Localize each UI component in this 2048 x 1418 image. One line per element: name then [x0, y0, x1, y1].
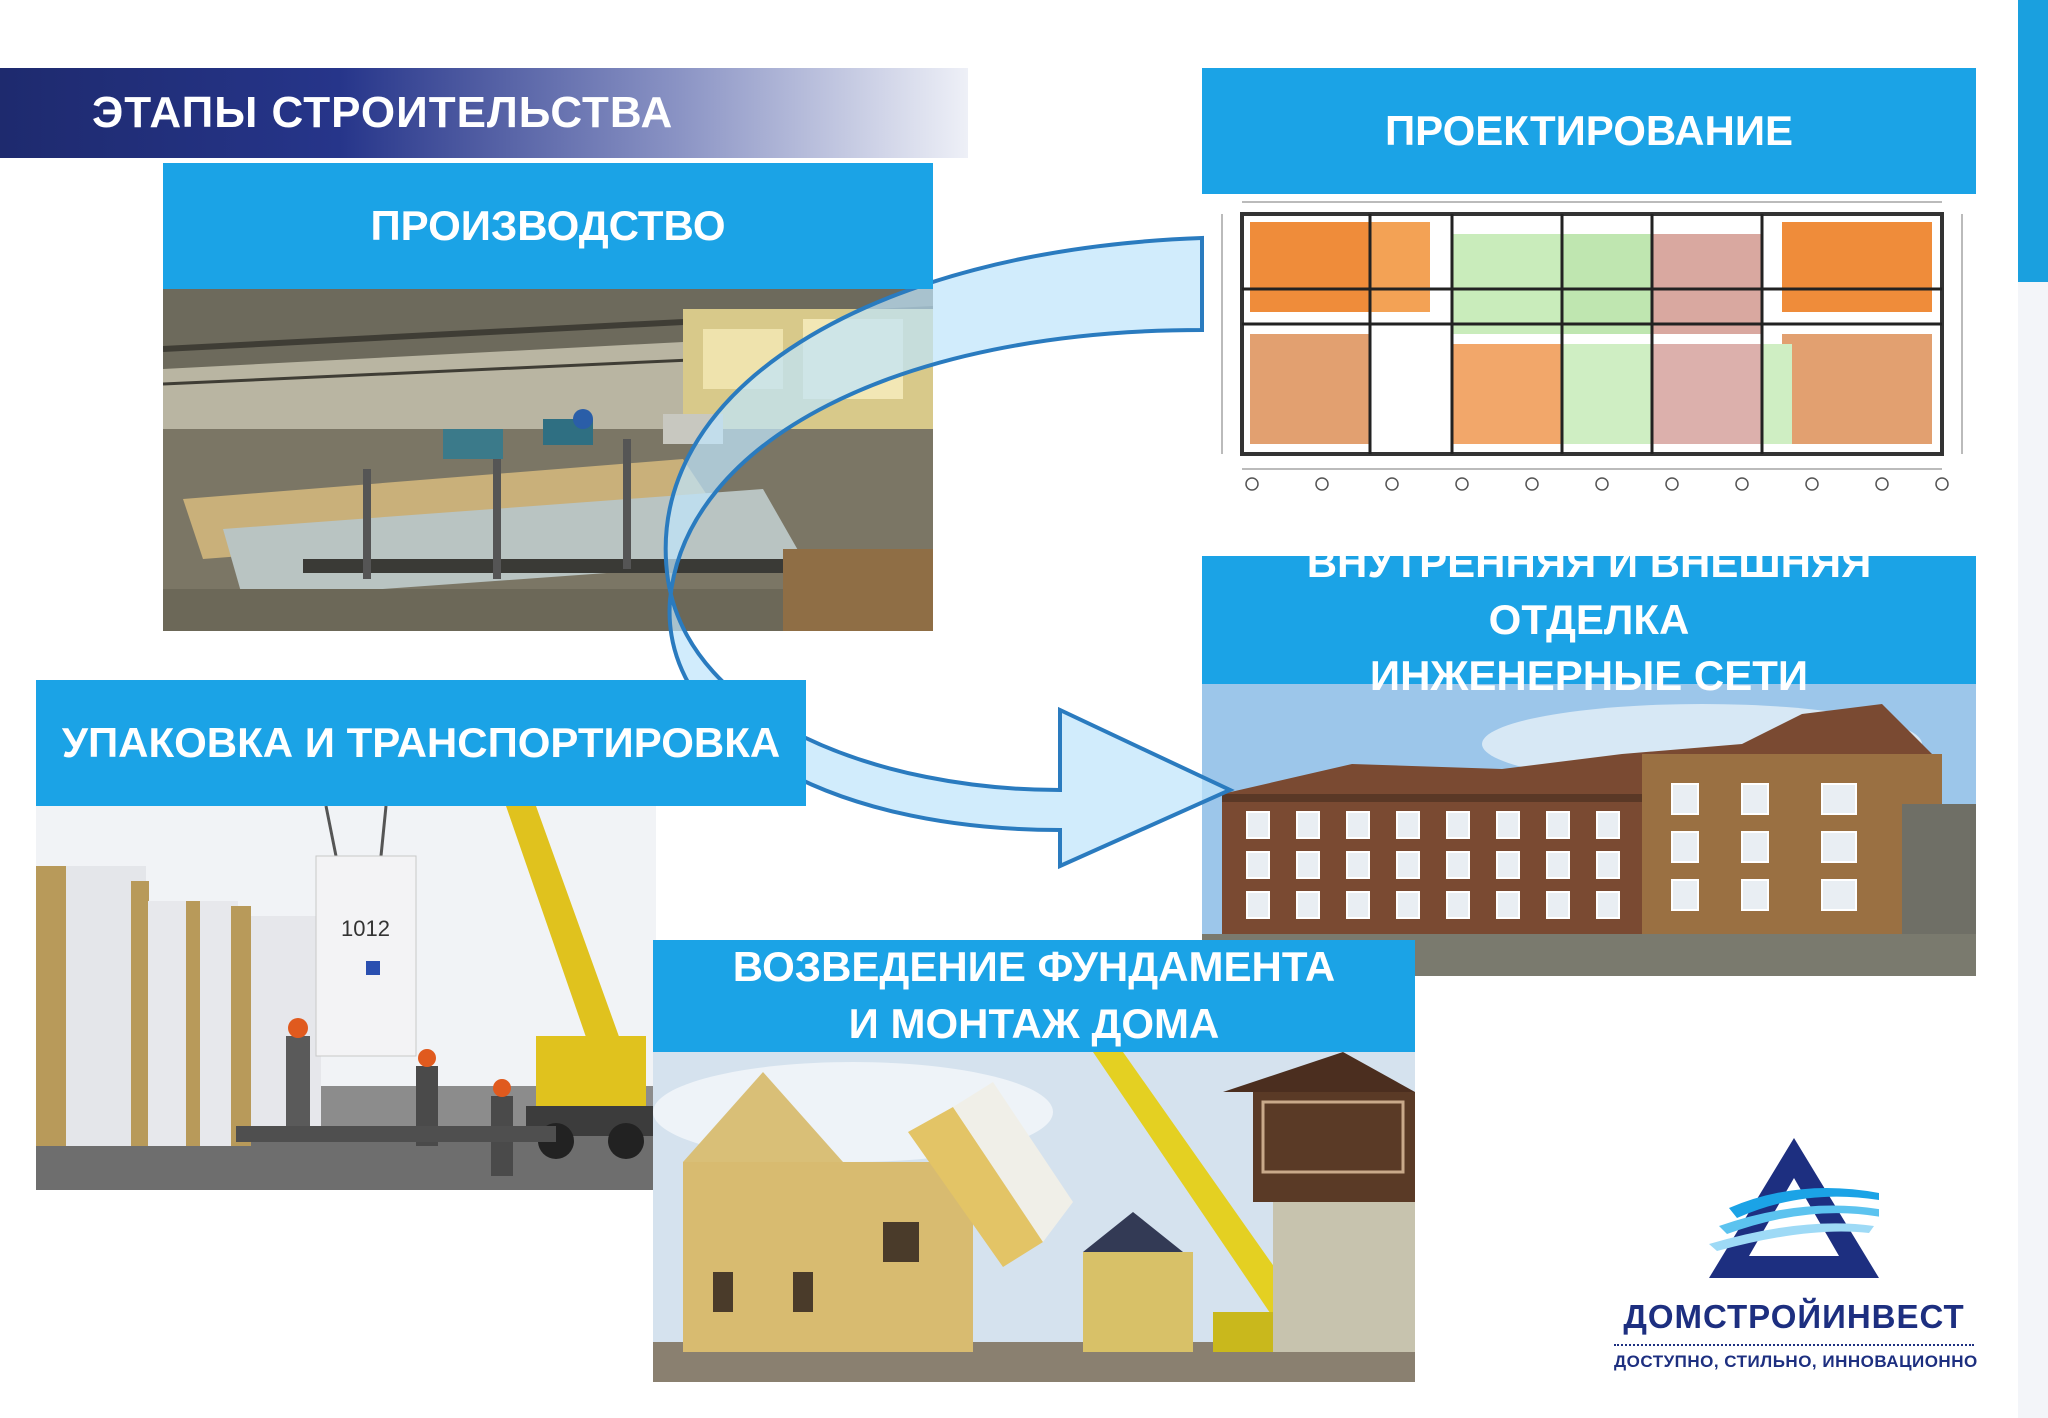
- company-logo: ДОМСТРОЙИНВЕСТ ДОСТУПНО, СТИЛЬНО, ИННОВА…: [1614, 1138, 1977, 1388]
- right-edge-strip: [2018, 0, 2048, 1418]
- logo-triangle-icon: [1709, 1138, 1879, 1278]
- crate-marking: 1012: [341, 916, 390, 941]
- logo-name: ДОМСТРОЙИНВЕСТ: [1623, 1298, 1965, 1335]
- logo-slogan: ДОСТУПНО, СТИЛЬНО, ИННОВАЦИОННО: [1614, 1344, 1977, 1372]
- stage-label-production: ПРОИЗВОДСТВО: [163, 163, 933, 289]
- page-title: ЭТАПЫ СТРОИТЕЛЬСТВА: [0, 68, 968, 158]
- stage-label-packing: УПАКОВКА И ТРАНСПОРТИРОВКА: [36, 680, 806, 806]
- stage-label-finishing: ВНУТРЕННЯЯ И ВНЕШНЯЯ ОТДЕЛКА ИНЖЕНЕРНЫЕ …: [1202, 539, 1976, 699]
- finished-building-photo: [1202, 684, 1976, 976]
- floor-plan-drawing: [1202, 194, 1976, 500]
- finishing-line-1: ВНУТРЕННЯЯ И ВНЕШНЯЯ ОТДЕЛКА: [1306, 538, 1872, 643]
- production-photo: [163, 289, 933, 631]
- assembly-photo: [653, 1052, 1415, 1382]
- stage-label-foundation: ВОЗВЕДЕНИЕ ФУНДАМЕНТА И МОНТАЖ ДОМА: [653, 940, 1415, 1052]
- packing-photo: 1012: [36, 806, 656, 1190]
- finishing-line-2: ИНЖЕНЕРНЫЕ СЕТИ: [1369, 652, 1809, 700]
- right-edge-accent: [2018, 0, 2048, 282]
- stage-label-design: ПРОЕКТИРОВАНИЕ: [1202, 68, 1976, 194]
- foundation-line-1: ВОЗВЕДЕНИЕ ФУНДАМЕНТА: [732, 943, 1336, 991]
- foundation-line-2: И МОНТАЖ ДОМА: [848, 1000, 1220, 1047]
